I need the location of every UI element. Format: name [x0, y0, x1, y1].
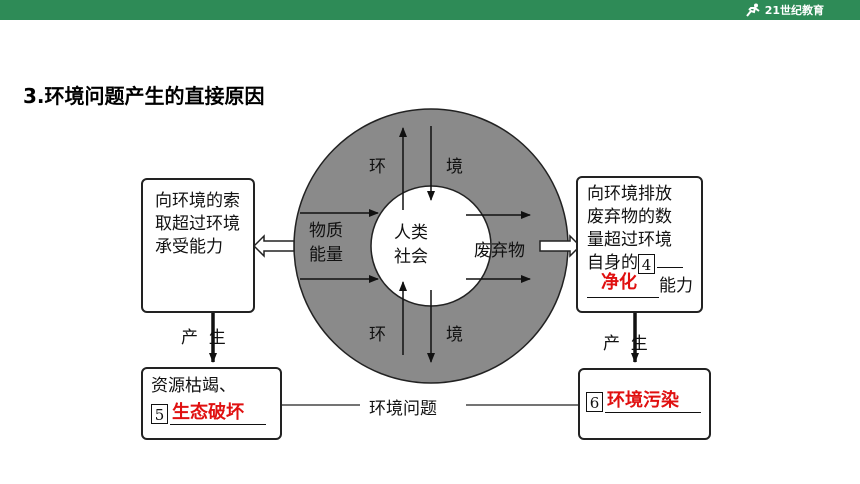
blank-number-4: 4	[638, 253, 655, 274]
ring-label-bottom-left: 环	[369, 325, 386, 345]
left-bottom-box: 资源枯竭、 5 生态破坏	[141, 367, 282, 440]
ring-label-center: 人类社会	[394, 223, 428, 267]
answer-5: 生态破坏	[172, 402, 244, 423]
ring-label-bottom-right: 境	[446, 325, 463, 345]
hollow-arrow-left	[252, 234, 295, 258]
produce-label-left: 产 生	[181, 328, 226, 348]
environment-problem-label: 环境问题	[369, 399, 437, 419]
brand-logo: 21世纪教育	[745, 1, 824, 19]
runner-icon	[745, 3, 760, 17]
left-top-box-text: 向环境的索取超过环境承受能力	[155, 191, 240, 257]
right-top-line2: 废弃物的数	[587, 207, 672, 227]
right-top-line4-prefix: 自身的	[587, 253, 638, 273]
blank-underline-6: 环境污染	[605, 390, 701, 413]
answer-4: 净化	[601, 272, 637, 293]
section-title: 3.环境问题产生的直接原因	[23, 84, 265, 108]
blank-number-6: 6	[586, 391, 603, 412]
right-top-line3: 量超过环境	[587, 230, 672, 250]
right-bottom-box: 6 环境污染	[578, 368, 711, 440]
blank-underline-5: 生态破坏	[170, 402, 266, 425]
blank-underline-4b: 净化	[587, 272, 659, 298]
left-top-box: 向环境的索取超过环境承受能力	[141, 178, 255, 313]
logo-text: 21世纪教育	[764, 4, 824, 17]
top-banner	[0, 0, 860, 20]
ring-label-left: 物质能量	[309, 221, 343, 265]
right-top-suffix: 能力	[659, 276, 693, 296]
hollow-arrow-right	[539, 234, 582, 258]
produce-label-right: 产 生	[603, 334, 648, 354]
ring-label-right: 废弃物	[474, 241, 525, 261]
right-top-line5: 净化 能力	[587, 272, 697, 298]
answer-6: 环境污染	[607, 390, 679, 411]
right-bottom-line: 6 环境污染	[586, 390, 705, 413]
blank-number-5: 5	[151, 403, 168, 424]
ring-label-top-left: 环	[369, 157, 386, 177]
left-bottom-line1: 资源枯竭、	[151, 376, 236, 396]
right-top-line1: 向环境排放	[587, 184, 672, 204]
blank-underline-4	[657, 253, 683, 268]
ring-label-top-right: 境	[446, 157, 463, 177]
left-bottom-line2: 5 生态破坏	[151, 402, 276, 425]
